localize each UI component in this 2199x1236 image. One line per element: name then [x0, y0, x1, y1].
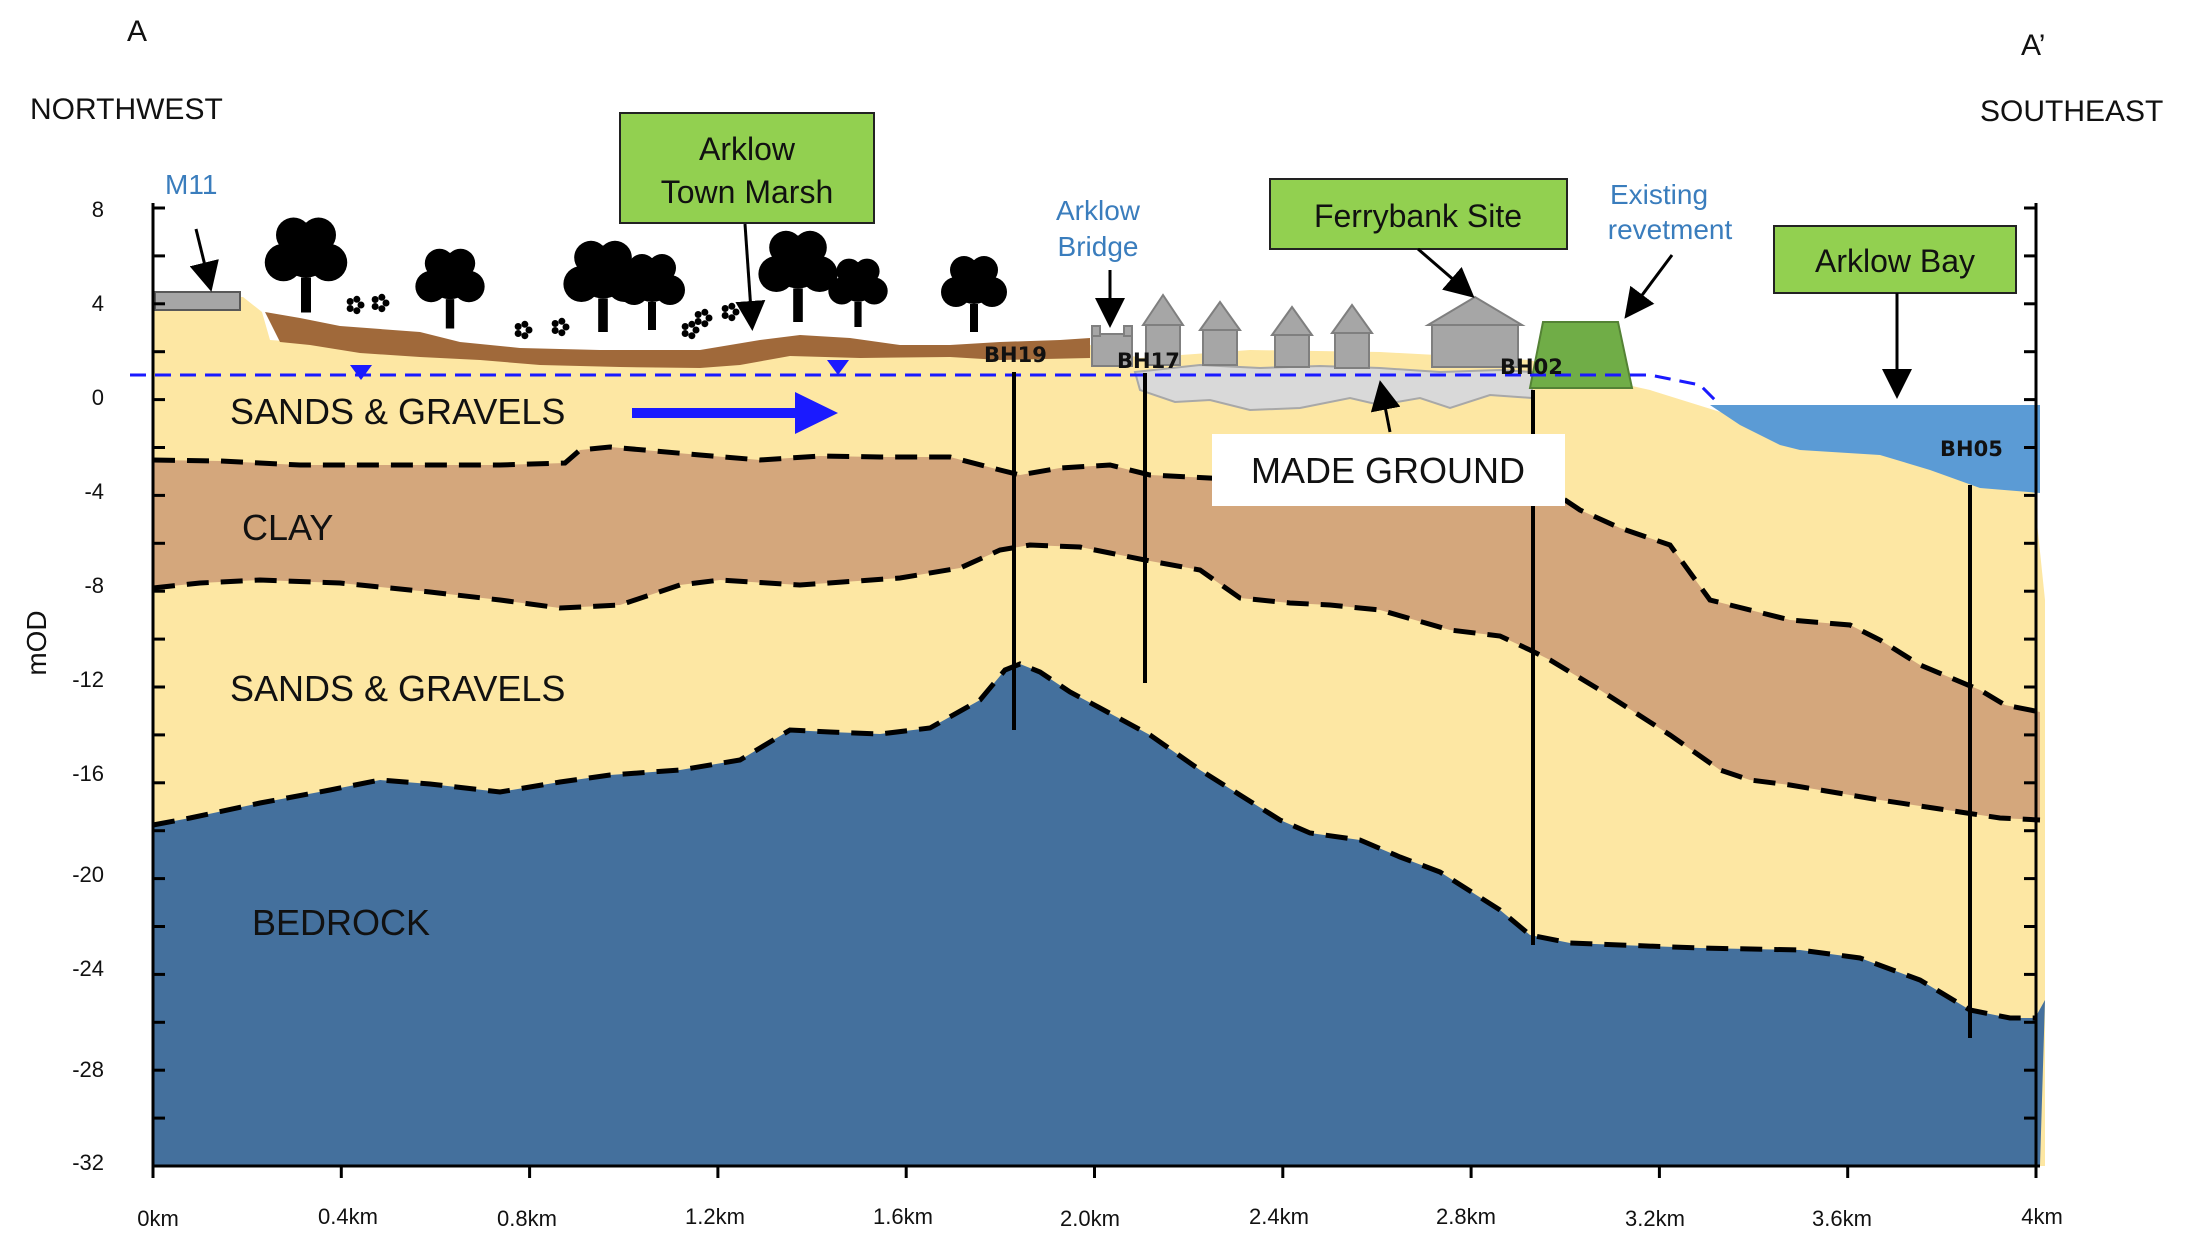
- tree-icons: [264, 217, 1007, 332]
- sea: [1710, 405, 2040, 493]
- tree-icon: [264, 217, 348, 313]
- revetment: [1528, 321, 1634, 389]
- water-table-marker-icon: [827, 360, 849, 375]
- shrub-icons: [346, 293, 740, 340]
- x-tick-label: 4km: [2021, 1204, 2063, 1229]
- shrub-icon: [721, 302, 740, 322]
- y-tick-label: 0: [92, 385, 104, 410]
- y-tick-label: -24: [72, 956, 104, 981]
- m11-road: [154, 291, 241, 311]
- y-tick-label: -16: [72, 761, 104, 786]
- x-tick-label: 3.2km: [1625, 1206, 1685, 1231]
- x-tick-label: 0km: [137, 1206, 179, 1231]
- y-tick-label: -12: [72, 667, 104, 692]
- y-axis-ticks: [153, 206, 2036, 1168]
- x-tick-label: 3.6km: [1812, 1206, 1872, 1231]
- building-icons: [1141, 293, 1526, 369]
- tree-icon: [828, 258, 888, 327]
- y-tick-label: -20: [72, 862, 104, 887]
- town-marsh-line1: Arklow: [699, 131, 796, 167]
- x-tick-label: 2.8km: [1436, 1204, 1496, 1229]
- borehole-label-bh19: BH19: [984, 343, 1047, 367]
- y-tick-label: -32: [72, 1150, 104, 1175]
- x-tick-label: 2.4km: [1249, 1204, 1309, 1229]
- town-marsh-line2: Town Marsh: [661, 174, 834, 210]
- town-marsh-callout: Arklow Town Marsh: [619, 112, 875, 224]
- upper-sands-label: SANDS & GRAVELS: [230, 391, 565, 432]
- callout-arrows: [189, 223, 1912, 433]
- bedrock-layer: [153, 664, 2045, 1166]
- section-start-direction: NORTHWEST: [30, 93, 223, 126]
- shrub-icon: [371, 293, 390, 313]
- x-tick-label: 0.8km: [497, 1206, 557, 1231]
- m11-label: M11: [165, 169, 217, 200]
- shrub-icon: [514, 320, 533, 340]
- tree-icon: [758, 230, 838, 322]
- tree-icon: [941, 256, 1007, 332]
- bridge-label-line2: Bridge: [1058, 231, 1139, 262]
- made-ground-callout: MADE GROUND: [1212, 434, 1565, 506]
- x-tick-label: 2.0km: [1060, 1206, 1120, 1231]
- shrub-icon: [551, 317, 570, 337]
- y-axis-title: mOD: [21, 610, 52, 675]
- layer-boundaries: [152, 444, 2041, 1021]
- lower-sands-label: SANDS & GRAVELS: [230, 668, 565, 709]
- shrub-icon: [681, 320, 700, 340]
- tree-icon: [415, 248, 485, 329]
- clay-label: CLAY: [242, 507, 333, 548]
- bridge-icon: [1091, 325, 1133, 367]
- y-tick-label: 4: [92, 291, 104, 316]
- y-tick-labels: 8 4 0 -4 -8 -12 -16 -20 -24 -28 -32: [72, 197, 104, 1175]
- x-axis-ticks: [151, 1166, 2038, 1178]
- shrub-icon: [346, 295, 365, 315]
- tree-icon: [619, 254, 685, 330]
- left-axis: [151, 203, 2040, 1168]
- y-tick-label: -28: [72, 1057, 104, 1082]
- shrub-icon: [694, 308, 713, 328]
- y-tick-label: -4: [84, 479, 104, 504]
- borehole-label-bh17: BH17: [1117, 349, 1180, 373]
- geology-layers: [153, 297, 2045, 1166]
- made-ground-label: MADE GROUND: [1251, 450, 1525, 491]
- arklow-bay-callout: Arklow Bay: [1773, 225, 2017, 294]
- water-table-line: [130, 373, 1722, 407]
- section-end-direction: SOUTHEAST: [1980, 95, 2163, 128]
- x-tick-labels: 0km 0.4km 0.8km 1.2km 1.6km 2.0km 2.4km …: [137, 1204, 2063, 1231]
- y-tick-label: -8: [84, 573, 104, 598]
- revetment-label-line2: revetment: [1608, 214, 1733, 245]
- arklow-bay-label: Arklow Bay: [1815, 243, 1975, 279]
- y-tick-label: 8: [92, 197, 104, 222]
- borehole-label-bh05: BH05: [1940, 437, 2003, 461]
- water-table-marker-icon: [350, 365, 372, 380]
- marsh-deposit: [265, 312, 1090, 368]
- clay-layer: [153, 447, 2040, 820]
- flow-direction-arrow-icon: [632, 392, 838, 434]
- section-end-letter: A’: [2021, 29, 2045, 62]
- revetment-label-line1: Existing: [1610, 179, 1708, 210]
- ferrybank-callout: Ferrybank Site: [1269, 178, 1568, 250]
- x-tick-label: 0.4km: [318, 1204, 378, 1229]
- x-tick-label: 1.6km: [873, 1204, 933, 1229]
- section-start-letter: A: [127, 15, 147, 48]
- ferrybank-label: Ferrybank Site: [1314, 198, 1522, 234]
- x-tick-label: 1.2km: [685, 1204, 745, 1229]
- bridge-label-line1: Arklow: [1056, 195, 1141, 226]
- bedrock-label: BEDROCK: [252, 902, 430, 943]
- borehole-label-bh02: BH02: [1500, 355, 1563, 379]
